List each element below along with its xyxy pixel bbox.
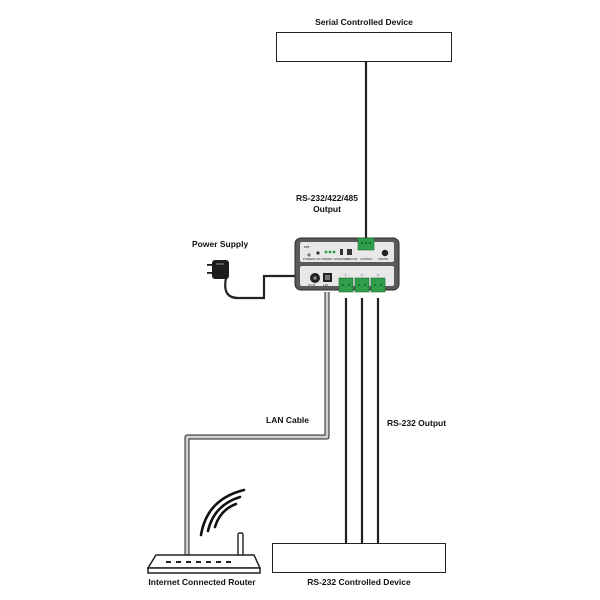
router-label: Internet Connected Router xyxy=(148,577,256,587)
rs232-output-label: RS-232 Output xyxy=(387,418,447,428)
lan-cable xyxy=(184,292,330,558)
bottom-label-dc: DC 5V xyxy=(308,283,316,287)
power-adapter-icon xyxy=(207,260,229,279)
terminal-label-3: 3 xyxy=(377,273,379,277)
rs-multi-output-label-line2: Output xyxy=(313,204,341,214)
rs232-terminal-2 xyxy=(354,277,370,293)
terminal-label-2: 2 xyxy=(361,273,363,277)
rs232-output-cables xyxy=(344,298,380,543)
rs232-terminal-3 xyxy=(370,277,386,293)
router-body xyxy=(146,554,262,569)
rs232-terminal-1 xyxy=(338,277,354,293)
port-label-service: SERVICE xyxy=(346,257,358,261)
port-label-5v: 5V DC IN xyxy=(313,257,324,261)
update-button xyxy=(381,249,389,257)
status-led-1 xyxy=(324,250,328,254)
serial-device-label: Serial Controlled Device xyxy=(315,17,413,27)
serial-controlled-device-box xyxy=(276,32,452,62)
bottom-label-lan: LAN xyxy=(323,283,328,287)
terminal-label-1: 1 xyxy=(345,273,347,277)
port-label-power: POWER xyxy=(303,257,313,261)
status-led-2 xyxy=(328,250,332,254)
ethernet-indicator xyxy=(340,249,343,255)
wifi-signal-icon xyxy=(199,488,246,537)
power-led xyxy=(307,253,311,257)
power-cable xyxy=(224,274,312,300)
power-supply-label: Power Supply xyxy=(192,239,249,249)
rs-multi-output-label-line1: RS-232/422/485 xyxy=(296,193,358,203)
port-label-ethernet: ETHERNET xyxy=(334,257,348,261)
status-led-3 xyxy=(332,250,336,254)
port-label-update: UPDATE xyxy=(378,257,389,261)
lan-cable-label: LAN Cable xyxy=(266,415,309,425)
control-device: CYP POWER 5V DC IN RESET ETHERNET SERVIC… xyxy=(294,237,400,293)
port-label-control: CONTROL xyxy=(360,257,373,261)
router-antenna xyxy=(237,532,244,557)
device-logo: CYP xyxy=(304,245,310,249)
rs232-controlled-device-box xyxy=(272,543,446,573)
router-icon xyxy=(146,488,262,574)
service-indicator xyxy=(347,249,352,255)
reset-button-dot xyxy=(316,251,320,255)
port-label-reset: RESET xyxy=(324,257,333,261)
rs232-device-label: RS-232 Controlled Device xyxy=(307,577,411,587)
